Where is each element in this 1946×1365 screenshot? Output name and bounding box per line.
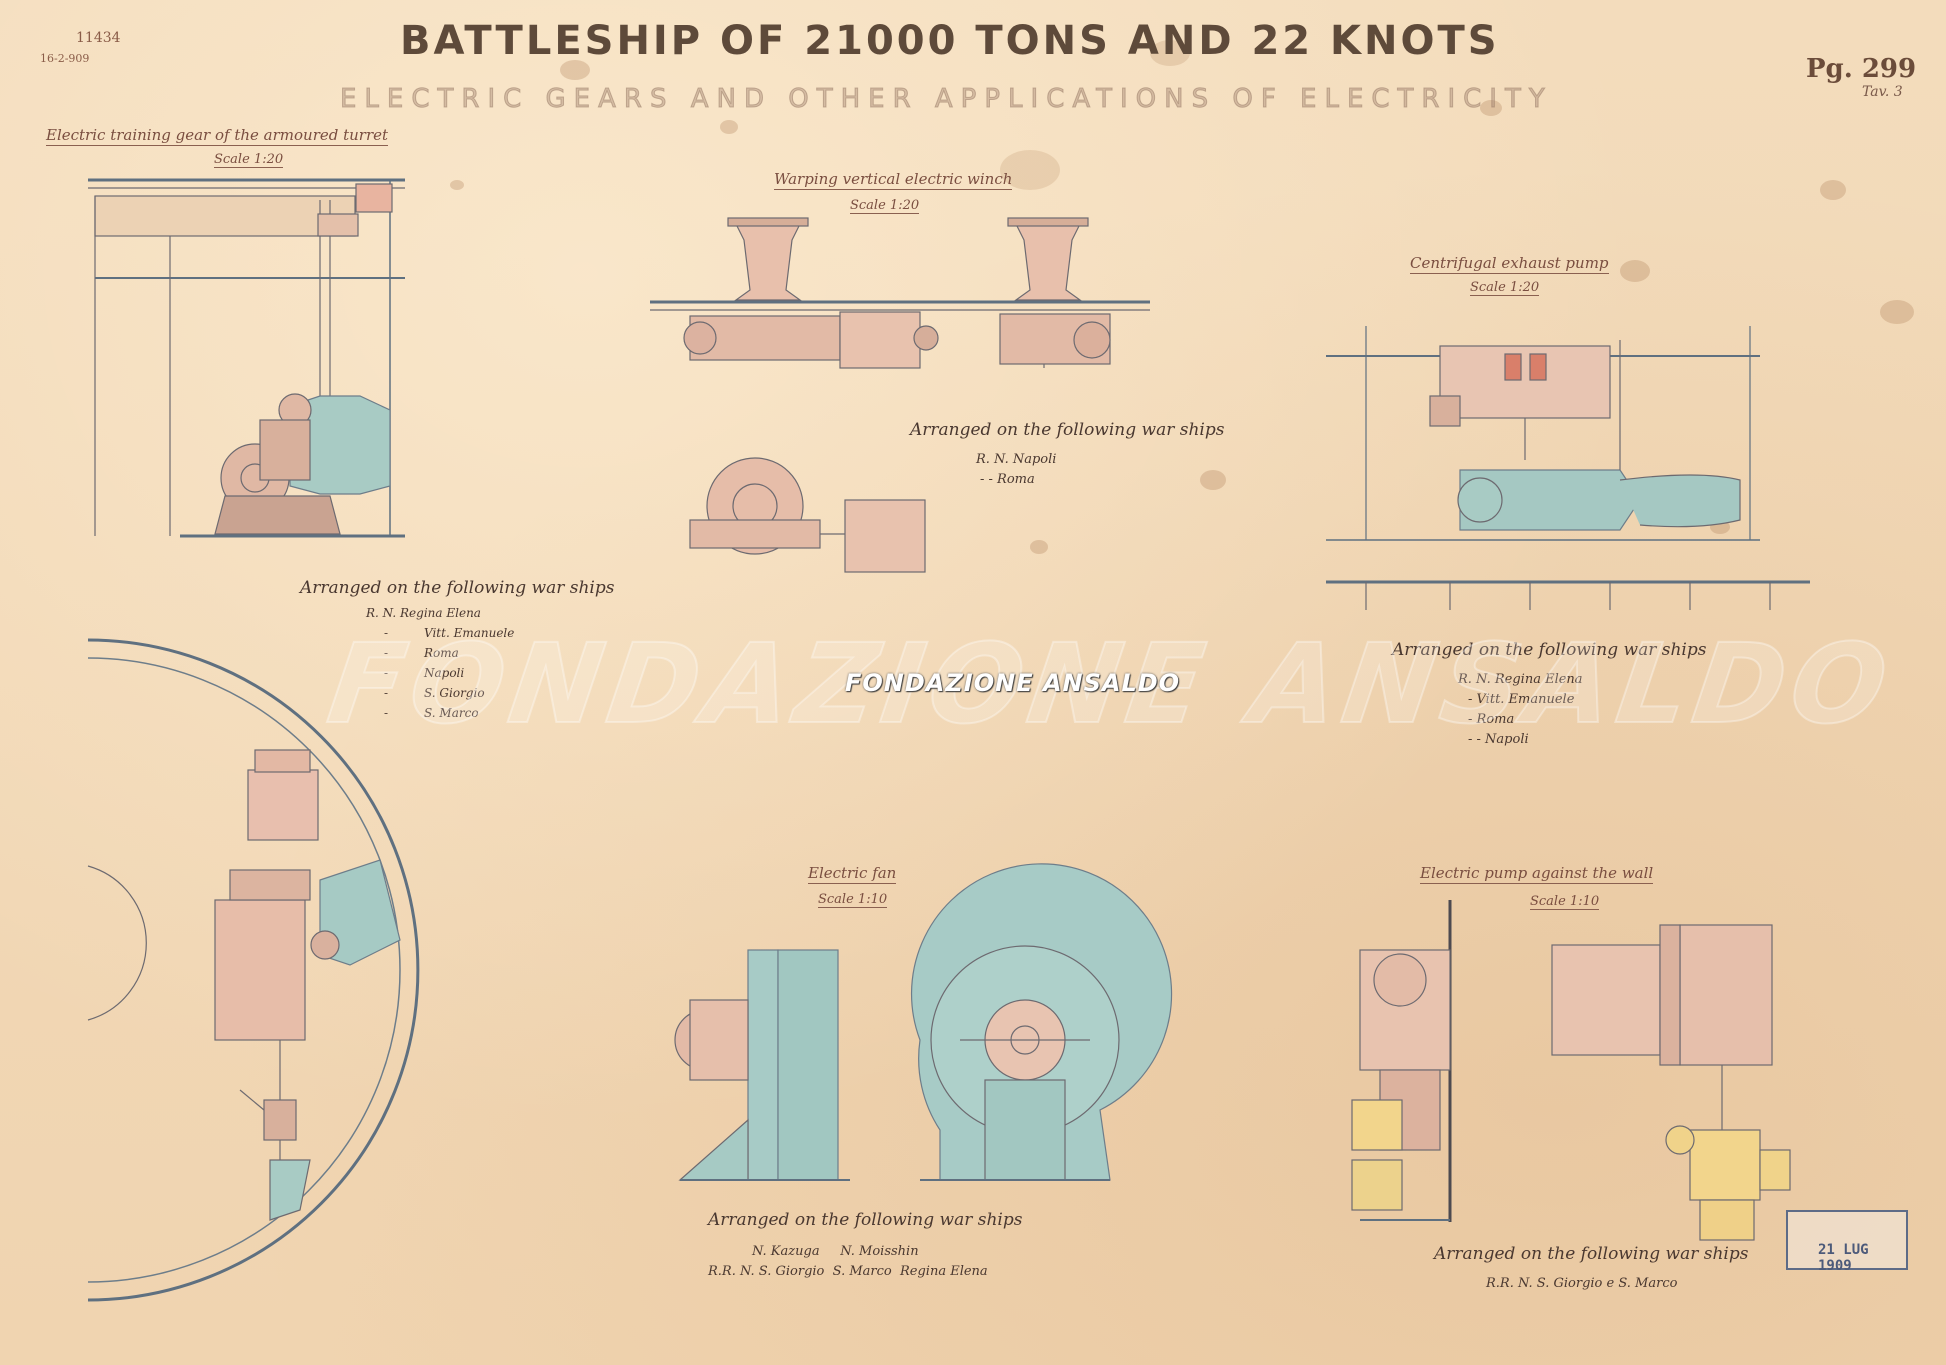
stain [1200, 470, 1226, 490]
fan-scale: Scale 1:10 [818, 892, 888, 908]
sheet-title: BATTLESHIP OF 21000 TONS AND 22 KNOTS [400, 18, 1500, 64]
stain [1030, 540, 1048, 554]
turret-ship-1: R. N. Regina Elena [366, 606, 481, 620]
stain [1480, 100, 1502, 116]
fan-ships-line-1: N. Kazuga N. Moisshin [752, 1244, 919, 1259]
sheet-number: Pg. 299 [1806, 54, 1917, 84]
turret-ship-6: S. Marco [424, 706, 479, 720]
stain [1620, 260, 1650, 282]
stain [1000, 150, 1060, 190]
turret-ship-5: S. Giorgio [424, 686, 485, 700]
stain [720, 120, 738, 134]
turret-scale: Scale 1:20 [214, 152, 284, 168]
turret-gear-elevation-drawing [88, 178, 405, 538]
turret-ship-dash: - [384, 686, 389, 700]
exhaust-pump-drawing [1326, 326, 1810, 610]
turret-ship-dash: - [384, 706, 389, 720]
winch-scale: Scale 1:20 [850, 198, 920, 214]
fan-caption: Electric fan [808, 864, 897, 884]
wall-pump-drawing [1351, 900, 1791, 1241]
turret-ship-dash: - [384, 646, 389, 660]
sheet-sub-number: Tav. 3 [1862, 84, 1903, 100]
fan-arranged-title: Arranged on the following war ships [708, 1210, 1023, 1230]
sheet-subtitle: ELECTRIC GEARS AND OTHER APPLICATIONS OF… [340, 84, 1553, 115]
turret-arranged-title: Arranged on the following war ships [300, 578, 615, 598]
stain [1150, 40, 1190, 66]
turret-ship-dash: - [384, 666, 389, 680]
turret-gear-plan-drawing [87, 638, 420, 1302]
stain [1820, 180, 1846, 200]
pump-ship-3: - Roma [1468, 712, 1515, 727]
stain [560, 60, 590, 80]
turret-ship-2: Vitt. Emanuele [424, 626, 515, 640]
archive-stamp: 21 LUG 1909 [1786, 1210, 1908, 1274]
wall-pump-scale: Scale 1:10 [1530, 894, 1600, 910]
pump-ship-4: - - Napoli [1468, 732, 1529, 747]
pump-ship-1: R. N. Regina Elena [1458, 672, 1583, 687]
fan-ships-line-2: R.R. N. S. Giorgio S. Marco Regina Elena [708, 1264, 988, 1279]
pump-arranged-title: Arranged on the following war ships [1392, 640, 1707, 660]
winch-caption: Warping vertical electric winch [774, 170, 1013, 190]
archive-date: 16-2-909 [40, 52, 90, 65]
electric-fan-drawing [674, 863, 1173, 1181]
stain [1880, 300, 1914, 324]
wall-pump-ships: R.R. N. S. Giorgio e S. Marco [1486, 1276, 1678, 1291]
winch-ship-2: - - Roma [980, 472, 1035, 487]
archive-number: 11434 [76, 30, 121, 46]
pump-caption: Centrifugal exhaust pump [1410, 254, 1609, 274]
turret-caption: Electric training gear of the armoured t… [46, 126, 389, 146]
turret-ship-dash: - [384, 626, 389, 640]
watermark-small: FONDAZIONE ANSALDO [845, 669, 1181, 697]
turret-ship-4: Napoli [424, 666, 465, 680]
wall-pump-arranged-title: Arranged on the following war ships [1434, 1244, 1749, 1264]
winch-drawing [650, 217, 1150, 573]
wall-pump-caption: Electric pump against the wall [1420, 864, 1654, 884]
pump-ship-2: - Vitt. Emanuele [1468, 692, 1575, 707]
turret-ship-3: Roma [424, 646, 459, 660]
stain [450, 180, 464, 190]
winch-ship-1: R. N. Napoli [976, 452, 1057, 467]
stamp-date: 21 LUG 1909 [1818, 1242, 1869, 1274]
pump-scale: Scale 1:20 [1470, 280, 1540, 296]
winch-arranged-title: Arranged on the following war ships [910, 420, 1225, 440]
